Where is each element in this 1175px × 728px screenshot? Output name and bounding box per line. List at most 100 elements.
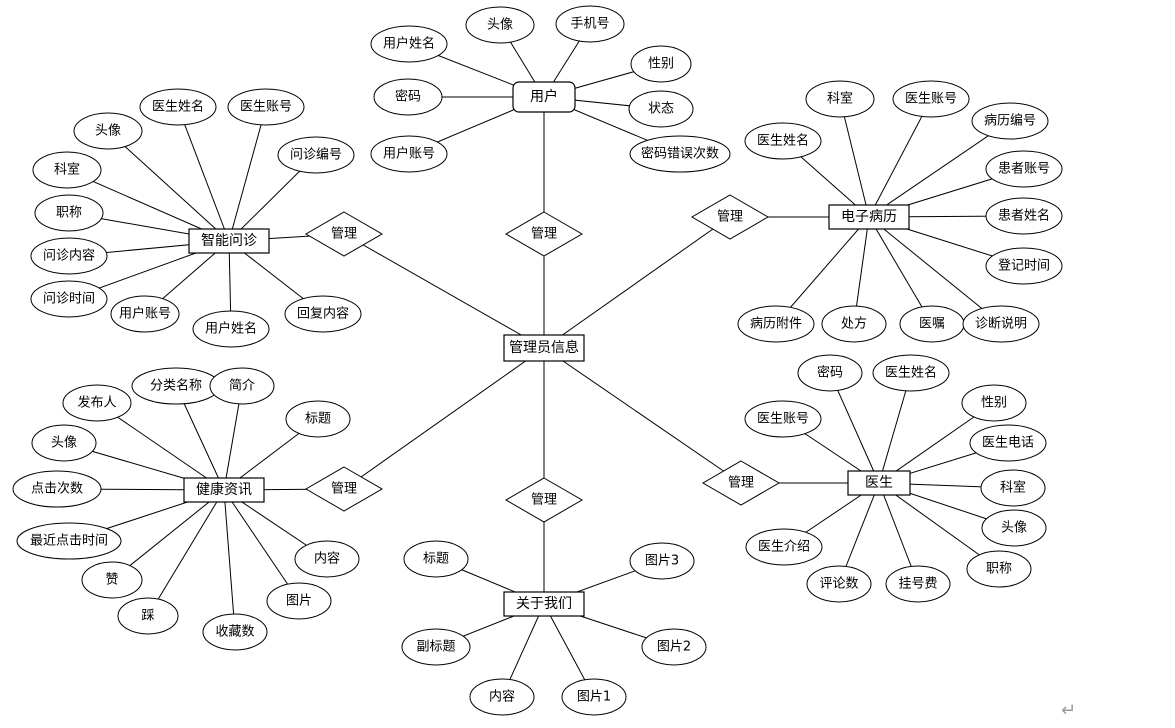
attribute-label: 医生账号 — [757, 412, 809, 427]
entity-box — [503, 591, 585, 617]
attribute-line — [868, 216, 1002, 325]
attribute-line — [228, 106, 267, 242]
attribute-label: 问诊内容 — [43, 248, 95, 264]
attribute-label: 医生姓名 — [885, 365, 937, 381]
attribute-label: 状态 — [648, 102, 674, 117]
attribute-ellipse — [139, 88, 217, 126]
attribute-label: 处方 — [841, 316, 867, 332]
entity-label: 智能问诊 — [201, 233, 257, 249]
entity-box — [828, 204, 910, 230]
relationship-label: 管理 — [728, 476, 754, 491]
attribute-ellipse — [277, 136, 355, 174]
attribute-ellipse — [32, 151, 102, 189]
attribute-label: 踩 — [141, 609, 154, 624]
attribute-ellipse — [985, 197, 1063, 235]
attribute-ellipse — [805, 80, 875, 118]
relationship-label: 管理 — [331, 227, 357, 242]
relationship-label: 管理 — [531, 227, 557, 242]
attribute-label: 收藏数 — [215, 625, 254, 640]
attribute-ellipse — [806, 565, 872, 603]
entity-label: 用户 — [530, 88, 558, 105]
attribute-ellipse — [985, 247, 1063, 285]
attribute-label: 问诊时间 — [43, 292, 95, 307]
entity-label: 健康资讯 — [196, 481, 252, 498]
attribute-label: 医嘱 — [919, 317, 945, 332]
attribute-label: 性别 — [981, 396, 1007, 411]
attribute-label: 医生姓名 — [757, 133, 809, 149]
relationship-diamond — [505, 211, 583, 257]
attribute-label: 科室 — [1000, 480, 1026, 496]
attribute-label: 医生介绍 — [758, 540, 810, 555]
attribute-label: 图片2 — [657, 640, 691, 655]
attribute-ellipse — [12, 470, 102, 508]
relationship-label: 管理 — [717, 210, 743, 225]
attribute-ellipse — [985, 150, 1063, 188]
entity-label: 关于我们 — [516, 596, 572, 612]
relationship-label: 管理 — [531, 493, 557, 508]
attribute-ellipse — [202, 613, 268, 651]
attribute-label: 用户账号 — [383, 146, 435, 162]
attribute-label: 点击次数 — [31, 481, 83, 497]
entity-box — [847, 470, 911, 496]
attribute-ellipse — [971, 102, 1049, 140]
relationship-diamond — [702, 460, 780, 506]
attribute-label: 图片 — [286, 594, 312, 609]
attribute-label: 最近点击时间 — [30, 534, 108, 549]
attribute-ellipse — [16, 522, 122, 560]
attribute-label: 头像 — [51, 436, 77, 451]
attribute-label: 医生账号 — [240, 100, 292, 115]
attribute-ellipse — [31, 424, 97, 462]
attribute-ellipse — [744, 400, 822, 438]
attribute-label: 科室 — [54, 162, 80, 178]
attribute-ellipse — [885, 565, 951, 603]
attribute-ellipse — [744, 122, 822, 160]
attribute-label: 问诊编号 — [290, 148, 342, 163]
relationship-line — [543, 216, 731, 349]
attribute-ellipse — [294, 540, 360, 578]
attribute-label: 回复内容 — [297, 306, 349, 322]
entity-box — [512, 81, 576, 113]
attribute-label: 副标题 — [416, 640, 455, 655]
attribute-ellipse — [981, 509, 1047, 547]
attribute-label: 用户账号 — [119, 306, 171, 322]
attribute-label: 密码错误次数 — [641, 146, 719, 162]
relationship-line — [543, 347, 742, 484]
attribute-label: 诊断说明 — [975, 317, 1027, 332]
attribute-ellipse — [62, 384, 132, 422]
attribute-label: 职称 — [986, 562, 1012, 577]
attribute-line — [868, 120, 1011, 218]
central-entity-box — [503, 334, 585, 362]
attribute-label: 患者账号 — [998, 162, 1050, 177]
attribute-label: 图片1 — [577, 690, 611, 705]
relationship-diamond — [691, 194, 769, 240]
attribute-ellipse — [641, 628, 707, 666]
attribute-label: 科室 — [827, 91, 853, 107]
attribute-ellipse — [370, 25, 448, 63]
return-arrow-icon: ↵ — [1061, 700, 1077, 721]
attribute-ellipse — [370, 135, 448, 173]
attribute-label: 评论数 — [819, 577, 858, 592]
attribute-label: 标题 — [423, 552, 449, 567]
attribute-label: 病历编号 — [984, 114, 1036, 129]
attribute-label: 用户姓名 — [383, 36, 435, 52]
attribute-line — [107, 130, 230, 242]
attribute-ellipse — [81, 561, 143, 599]
attribute-label: 赞 — [105, 573, 118, 588]
relationship-diamond — [305, 466, 383, 512]
attribute-ellipse — [284, 295, 362, 333]
attribute-line — [868, 98, 932, 218]
attribute-ellipse — [961, 384, 1027, 422]
attribute-ellipse — [192, 310, 270, 348]
attribute-label: 手机号 — [570, 17, 609, 32]
entity-box — [183, 477, 265, 503]
attribute-line — [223, 489, 236, 633]
attribute-ellipse — [373, 78, 443, 116]
attribute-ellipse — [403, 540, 469, 578]
attribute-ellipse — [892, 80, 970, 118]
attribute-ellipse — [209, 367, 275, 405]
attribute-label: 性别 — [648, 57, 674, 72]
attribute-ellipse — [962, 305, 1040, 343]
attribute-label: 用户姓名 — [205, 321, 257, 337]
attribute-line — [829, 372, 880, 484]
